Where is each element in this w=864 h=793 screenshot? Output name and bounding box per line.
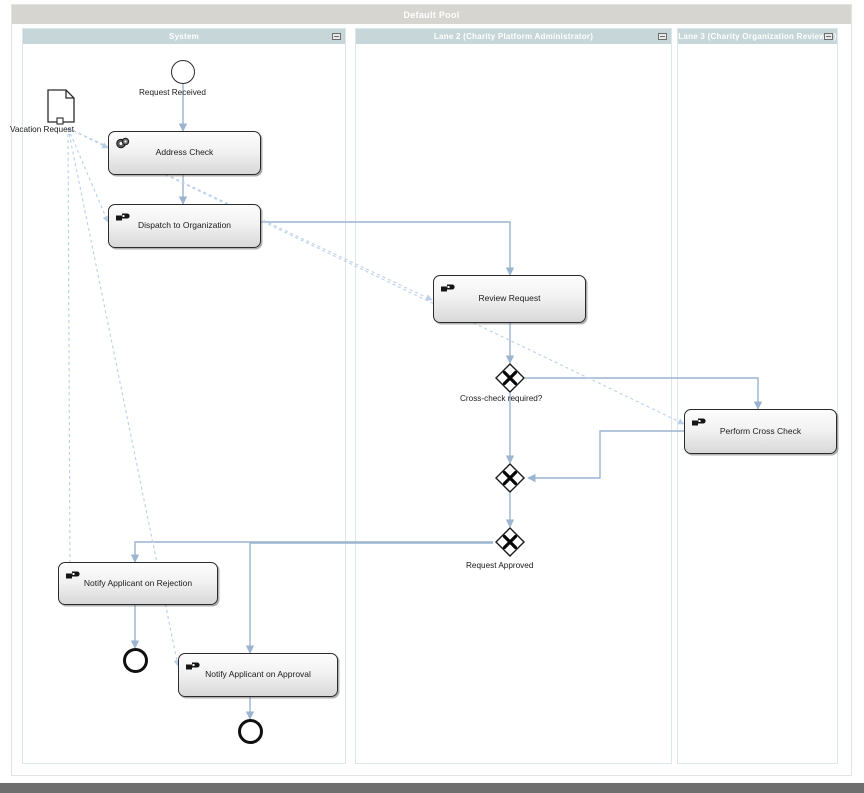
task-notify-applicant-on-rejection[interactable]: Notify Applicant on Rejection: [58, 562, 218, 605]
minimize-icon[interactable]: [824, 33, 833, 40]
right-gutter: [855, 0, 864, 783]
document-icon: [47, 89, 75, 125]
exclusive-gateway-icon: [495, 527, 525, 557]
task-label-notify-applicant-on-rejection: Notify Applicant on Rejection: [83, 577, 193, 588]
gateway-request-approved[interactable]: [495, 527, 525, 557]
task-label-notify-applicant-on-approval: Notify Applicant on Approval: [205, 669, 311, 680]
start-event-label: Request Received: [139, 88, 206, 97]
end-event-rejection[interactable]: [123, 648, 148, 673]
manual-hand-icon: [441, 284, 455, 292]
task-address-check[interactable]: Address Check: [108, 131, 261, 175]
task-review-request[interactable]: Review Request: [433, 275, 586, 323]
task-label-review-request: Review Request: [478, 293, 541, 304]
task-label-dispatch-to-organization: Dispatch to Organization: [137, 220, 232, 231]
lane-charity-organization-reviewer[interactable]: Lane 3 (Charity Organization Reviewer): [677, 28, 838, 764]
task-perform-cross-check[interactable]: Perform Cross Check: [684, 409, 837, 454]
task-notify-applicant-on-approval[interactable]: Notify Applicant on Approval: [178, 653, 338, 697]
lane-header-charity-organization-reviewer: Lane 3 (Charity Organization Reviewer): [678, 29, 837, 44]
minimize-icon[interactable]: [332, 33, 341, 40]
service-gears-icon: [116, 137, 130, 149]
lane-label-system: System: [169, 32, 199, 41]
manual-hand-icon: [116, 213, 130, 221]
lane-label-charity-platform-administrator: Lane 2 (Charity Platform Administrator): [433, 32, 594, 41]
pool-header: Default Pool: [12, 5, 851, 24]
gateway-label-cross-check-required: Cross-check required?: [460, 394, 543, 403]
exclusive-gateway-icon: [495, 363, 525, 393]
pool-title: Default Pool: [403, 9, 460, 20]
manual-hand-icon: [186, 662, 200, 670]
task-label-address-check: Address Check: [155, 147, 214, 158]
gateway-label-request-approved: Request Approved: [466, 561, 534, 570]
lane-header-system: System: [23, 29, 345, 44]
gateway-merge[interactable]: [495, 463, 525, 493]
exclusive-gateway-icon: [495, 463, 525, 493]
task-label-perform-cross-check: Perform Cross Check: [719, 425, 802, 436]
manual-hand-icon: [66, 571, 80, 579]
minimize-icon[interactable]: [658, 33, 667, 40]
lane-label-charity-organization-reviewer: Lane 3 (Charity Organization Reviewer): [678, 32, 837, 41]
bottom-status-bar: [0, 783, 864, 793]
end-event-approval[interactable]: [238, 719, 263, 744]
data-object-vacation-request[interactable]: [47, 89, 75, 125]
data-object-label-vacation-request: Vacation Request: [10, 125, 75, 134]
start-event-request-received[interactable]: [171, 60, 195, 84]
task-dispatch-to-organization[interactable]: Dispatch to Organization: [108, 204, 261, 248]
manual-hand-icon: [692, 418, 706, 426]
gateway-cross-check-required[interactable]: [495, 363, 525, 393]
lane-header-charity-platform-administrator: Lane 2 (Charity Platform Administrator): [356, 29, 671, 44]
